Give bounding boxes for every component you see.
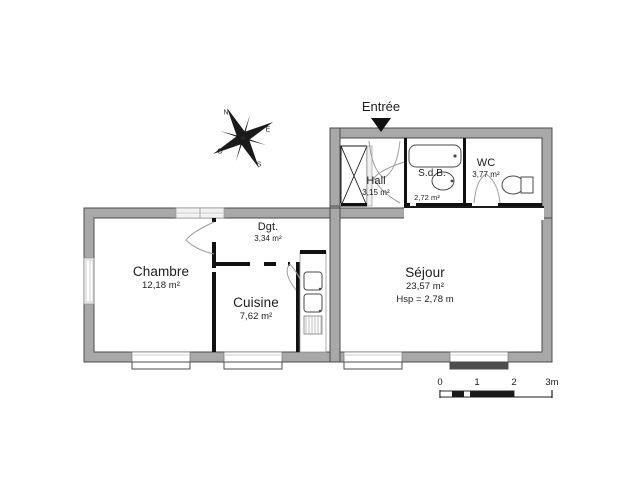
toilet-fixture	[501, 175, 534, 195]
partition-hall-sdb	[404, 138, 407, 206]
partition-dgt-cuisine	[216, 262, 314, 266]
scale-bar	[439, 390, 553, 398]
scale-tick-1: 1	[474, 377, 480, 388]
partition-chambre-cuisine	[212, 218, 216, 352]
compass-south-label: S	[256, 161, 262, 169]
scale-tick-2: 2	[511, 377, 517, 388]
entrance-label: Entrée	[361, 99, 401, 114]
window-chambre-left	[83, 257, 95, 305]
door-wc-swing	[473, 173, 501, 204]
door-gap-chambre	[212, 222, 216, 242]
compass-north-label: N	[223, 109, 229, 117]
door-gap-sdb	[410, 203, 416, 206]
windows	[83, 207, 509, 370]
bathtub-fixture	[408, 144, 462, 168]
exterior-walls	[83, 127, 553, 363]
door-chambre-swing	[185, 221, 215, 255]
sejour-left-partition-wall	[329, 207, 341, 363]
partition-sdb-bottom	[404, 203, 466, 206]
partition-sdb-wc	[463, 138, 466, 206]
window-bottom-1	[131, 351, 191, 370]
washbasin-fixture	[431, 171, 455, 191]
sejour-top-partition	[404, 206, 544, 208]
partition-dash-gap-a	[250, 262, 264, 266]
partition-wc-bottom	[466, 203, 542, 206]
door-sdb-swing	[373, 161, 405, 204]
window-bottom-3	[343, 351, 403, 370]
wall-junction-patch	[404, 206, 544, 220]
partition-dash-gap-b	[276, 262, 288, 266]
partition-joint-gap	[212, 268, 216, 272]
hall-left-wall	[329, 127, 341, 219]
entrance-arrow-icon	[371, 118, 391, 132]
door-entrance-right-leaf	[383, 140, 401, 179]
door-cuisine-leaf	[286, 263, 297, 291]
scale-tick-0: 0	[437, 377, 443, 388]
door-swings	[185, 140, 501, 291]
compass-west-label: O	[217, 148, 223, 156]
window-bottom-2	[223, 351, 283, 370]
scale-tick-3: 3m	[545, 377, 559, 388]
kitchen-double-sink-fixture	[299, 250, 327, 353]
compass-rose-icon	[212, 107, 274, 169]
partition-kitchen-counter-wall	[296, 266, 300, 352]
window-bottom-4	[449, 351, 509, 370]
door-entrance-left-leaf	[368, 140, 385, 179]
window-chambre-top	[175, 207, 225, 219]
door-gap-wc	[472, 203, 498, 206]
compass-east-label: E	[265, 126, 271, 134]
closet-crossed-fixture	[340, 145, 373, 207]
